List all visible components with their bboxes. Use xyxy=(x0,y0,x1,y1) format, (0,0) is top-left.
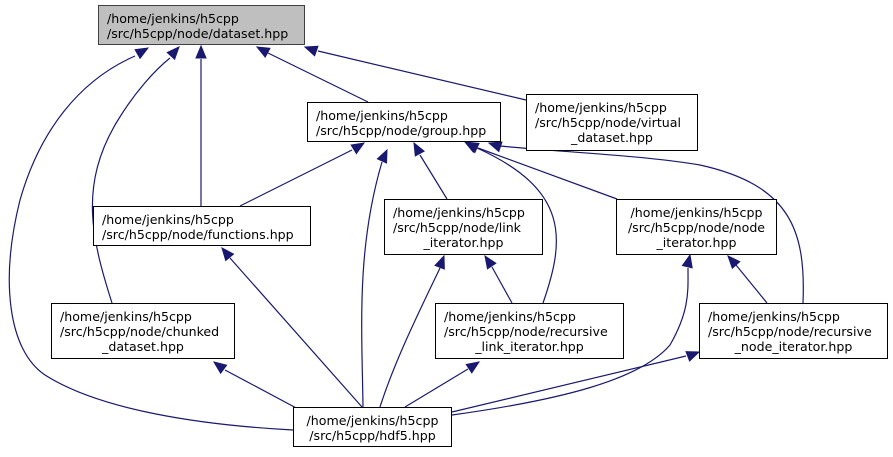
edge-functions-to-dataset xyxy=(195,44,207,206)
node-label-line: _iterator.hpp xyxy=(656,235,737,250)
arrowhead-icon xyxy=(727,255,741,270)
arrowhead-icon xyxy=(212,361,228,375)
arrowhead-icon xyxy=(195,44,207,59)
edge-line xyxy=(491,266,513,304)
arrowhead-icon xyxy=(464,142,480,154)
arrowhead-icon xyxy=(465,361,481,374)
edge-line xyxy=(735,264,768,304)
node-label-line: _dataset.hpp xyxy=(571,130,653,145)
node-hdf5-hpp[interactable]: /home/jenkins/h5cpp /src/h5cpp/hdf5.hpp xyxy=(293,407,452,447)
edge-line xyxy=(476,147,557,304)
node-label-line: /home/jenkins/h5cpp xyxy=(316,108,448,123)
node-label-line: /home/jenkins/h5cpp xyxy=(630,205,763,220)
node-node-iterator-hpp[interactable]: /home/jenkins/h5cpp /src/h5cpp/node/node… xyxy=(616,199,777,255)
edge-hdf5-to-node-iterator xyxy=(451,253,693,416)
arrowhead-icon xyxy=(434,254,445,270)
arrowhead-icon xyxy=(303,45,319,57)
arrowhead-icon xyxy=(685,351,701,362)
node-label-line: /src/h5cpp/node/functions.hpp xyxy=(102,227,294,242)
arrowhead-icon xyxy=(484,254,497,270)
node-label-line: /home/jenkins/h5cpp xyxy=(708,309,840,324)
node-recursive-node-iterator-hpp[interactable]: /home/jenkins/h5cpp /src/h5cpp/node/recu… xyxy=(699,303,888,359)
node-label-line: /src/h5cpp/node/recursive xyxy=(444,324,608,339)
node-group-hpp[interactable]: /home/jenkins/h5cpp /src/h5cpp/node/grou… xyxy=(307,102,501,142)
node-label-line: _link_iterator.hpp xyxy=(475,339,584,354)
node-label-line: /src/h5cpp/node/group.hpp xyxy=(316,123,487,138)
node-label-line: /src/h5cpp/hdf5.hpp xyxy=(309,428,436,443)
node-virtual-dataset-hpp[interactable]: /home/jenkins/h5cpp /src/h5cpp/node/virt… xyxy=(526,94,698,151)
edge-recursive-link-iterator-to-link-iterator xyxy=(484,254,513,304)
edge-hdf5-to-link-iterator xyxy=(379,254,445,408)
edge-line xyxy=(404,368,469,408)
edge-hdf5-to-functions xyxy=(221,246,363,408)
arrowhead-icon xyxy=(376,148,388,164)
edge-hdf5-to-chunked-dataset xyxy=(212,361,301,411)
arrowhead-icon xyxy=(166,46,180,61)
node-functions-hpp[interactable]: /home/jenkins/h5cpp /src/h5cpp/node/func… xyxy=(93,206,311,246)
edge-line xyxy=(317,50,527,101)
edge-line xyxy=(477,147,618,200)
arrowhead-icon xyxy=(413,141,425,157)
edge-line xyxy=(8,55,294,431)
edge-hdf5-to-recursive-link-iterator xyxy=(404,361,481,408)
node-recursive-link-iterator-hpp[interactable]: /home/jenkins/h5cpp /src/h5cpp/node/recu… xyxy=(435,303,624,359)
arrowhead-icon xyxy=(255,46,271,58)
node-label-line: /src/h5cpp/node/recursive xyxy=(708,324,872,339)
edge-line xyxy=(379,267,441,408)
edge-line xyxy=(451,267,689,416)
edge-line xyxy=(419,154,448,200)
node-label-line: /home/jenkins/h5cpp xyxy=(393,205,525,220)
edge-line xyxy=(451,355,687,413)
arrowhead-icon xyxy=(221,246,235,262)
node-label-line: _iterator.hpp xyxy=(423,235,504,250)
edge-line xyxy=(229,257,363,408)
node-label-line: /home/jenkins/h5cpp xyxy=(444,309,576,324)
node-label-line: /src/h5cpp/node/chunked xyxy=(60,324,220,339)
edge-virtual-dataset-to-dataset xyxy=(303,45,527,101)
node-label-line: /home/jenkins/h5cpp xyxy=(535,100,667,115)
arrowhead-icon xyxy=(134,47,150,60)
node-label-line: /src/h5cpp/node/node xyxy=(627,220,766,235)
edge-line xyxy=(239,149,353,207)
edge-link-iterator-to-group xyxy=(413,141,448,200)
edge-functions-to-group xyxy=(239,142,366,207)
node-label-line: /home/jenkins/h5cpp xyxy=(102,212,234,227)
edge-chunked-dataset-to-dataset xyxy=(91,46,180,304)
arrowhead-icon xyxy=(487,141,503,153)
edge-line xyxy=(91,57,171,304)
arrowhead-icon xyxy=(681,253,693,269)
node-chunked-dataset-hpp[interactable]: /home/jenkins/h5cpp /src/h5cpp/node/chun… xyxy=(51,303,235,359)
edge-recursive-node-iterator-to-group xyxy=(487,141,804,304)
edge-hdf5-to-dataset xyxy=(8,47,294,431)
edge-node-iterator-to-group xyxy=(464,142,618,200)
edge-recursive-node-iterator-to-node-iterator xyxy=(727,255,768,304)
edge-hdf5-to-recursive-node-iterator xyxy=(451,351,701,413)
node-label-line: /home/jenkins/h5cpp xyxy=(306,413,439,428)
node-label-line: /src/h5cpp/node/link xyxy=(393,220,521,235)
node-dataset-hpp: /home/jenkins/h5cpp /src/h5cpp/node/data… xyxy=(98,5,305,45)
edge-line xyxy=(267,52,369,103)
edge-line xyxy=(499,145,804,304)
node-label-line: /src/h5cpp/node/virtual xyxy=(535,115,681,130)
edge-line xyxy=(224,369,301,411)
node-label-line: /src/h5cpp/node/dataset.hpp xyxy=(107,26,289,41)
node-label-line: /home/jenkins/h5cpp xyxy=(107,11,239,26)
edge-hdf5-to-group xyxy=(361,148,388,408)
node-label-line: /home/jenkins/h5cpp xyxy=(60,309,192,324)
edge-line xyxy=(361,161,383,408)
node-link-iterator-hpp[interactable]: /home/jenkins/h5cpp /src/h5cpp/node/link… xyxy=(384,199,543,255)
node-label-line: _node_iterator.hpp xyxy=(734,339,853,354)
arrowhead-icon xyxy=(350,142,366,155)
edge-group-to-dataset xyxy=(255,46,369,103)
node-label-line: _dataset.hpp xyxy=(102,339,184,354)
